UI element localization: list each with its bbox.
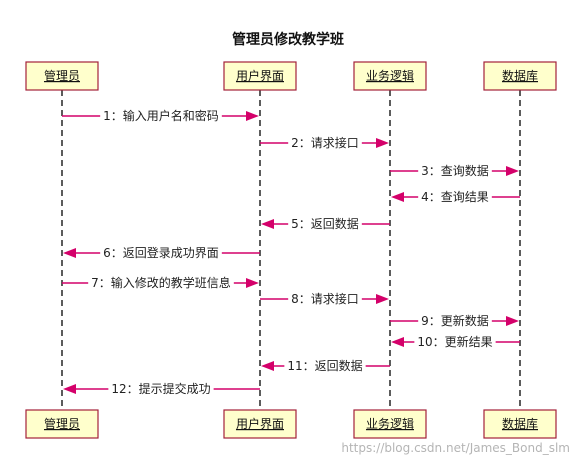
message-label: 3：查询数据 (421, 163, 489, 178)
arrowhead-icon (376, 138, 389, 148)
message-label-bg (100, 108, 222, 124)
arrowhead-icon (261, 361, 274, 371)
watermark-text: https://blog.csdn.net/James_Bond_slm (341, 441, 570, 455)
message-11: 11：返回数据 (261, 358, 390, 374)
arrowhead-icon (391, 192, 404, 202)
message-label-bg (288, 216, 362, 232)
message-12: 12：提示提交成功 (63, 381, 260, 397)
arrowhead-icon (246, 278, 259, 288)
message-label-bg (284, 358, 366, 374)
message-label-bg (88, 275, 234, 291)
diagram-title: 管理员修改教学班 (232, 31, 344, 48)
participant-box-top-admin (25, 61, 99, 91)
participant-label-bottom-ui: 用户界面 (236, 416, 284, 431)
arrowhead-icon (506, 316, 519, 326)
message-label: 4：查询结果 (421, 190, 489, 204)
message-label: 8：请求接口 (291, 291, 359, 306)
participant-label-top-logic: 业务逻辑 (366, 68, 414, 83)
arrowhead-icon (246, 111, 259, 121)
message-label-bg (288, 291, 362, 307)
participant-label-bottom-logic: 业务逻辑 (366, 416, 414, 431)
message-4: 4：查询结果 (391, 189, 520, 205)
message-9: 9：更新数据 (390, 313, 519, 329)
message-label: 1：输入用户名和密码 (103, 108, 219, 123)
message-label: 2：请求接口 (291, 135, 359, 150)
message-label-bg (100, 245, 222, 261)
message-label-bg (288, 135, 362, 151)
arrowhead-icon (261, 219, 274, 229)
messages: 1：输入用户名和密码 2：请求接口 3：查询数据 4：查询结果 5：返回数据 6：返回登录… (62, 108, 520, 397)
message-8: 8：请求接口 (260, 291, 389, 307)
arrowhead-icon (376, 294, 389, 304)
message-5: 5：返回数据 (261, 216, 390, 232)
message-label-bg (108, 381, 214, 397)
arrowhead-icon (63, 384, 76, 394)
participant-label-bottom-db: 数据库 (502, 416, 538, 431)
participant-box-top-ui (223, 61, 297, 91)
participant-label-top-db: 数据库 (502, 68, 538, 83)
message-label-bg (418, 163, 492, 179)
message-label-bg (418, 313, 492, 329)
message-10: 10：更新结果 (391, 334, 520, 350)
participant-box-top-db (483, 61, 557, 91)
message-3: 3：查询数据 (390, 163, 519, 179)
message-7: 7：输入修改的教学班信息 (62, 275, 259, 291)
message-label: 6：返回登录成功界面 (103, 245, 219, 260)
message-1: 1：输入用户名和密码 (62, 108, 259, 124)
message-label-bg (418, 189, 492, 205)
arrowhead-icon (63, 248, 76, 258)
participant-label-top-ui: 用户界面 (236, 68, 284, 83)
message-label-bg (414, 334, 496, 350)
message-label: 9：更新数据 (421, 313, 489, 328)
message-label: 7：输入修改的教学班信息 (91, 275, 231, 290)
participant-box-bottom-logic (353, 409, 427, 439)
message-label: 11：返回数据 (287, 358, 362, 373)
participant-label-bottom-admin: 管理员 (44, 416, 80, 431)
message-label: 12：提示提交成功 (111, 381, 210, 396)
participant-box-bottom-admin (25, 409, 99, 439)
arrowhead-icon (391, 337, 404, 347)
message-label: 10：更新结果 (417, 334, 492, 349)
message-2: 2：请求接口 (260, 135, 389, 151)
arrowhead-icon (506, 166, 519, 176)
message-6: 6：返回登录成功界面 (63, 245, 260, 261)
participant-box-bottom-ui (223, 409, 297, 439)
participant-label-top-admin: 管理员 (44, 68, 80, 83)
participant-box-top-logic (353, 61, 427, 91)
participant-box-bottom-db (483, 409, 557, 439)
message-label: 5：返回数据 (291, 216, 359, 231)
